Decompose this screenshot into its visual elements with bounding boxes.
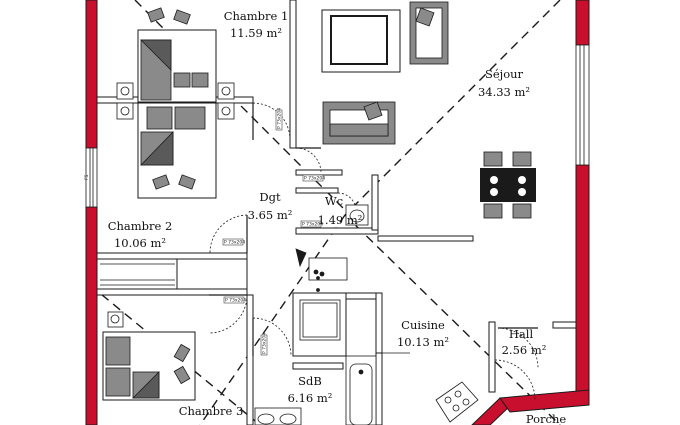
door-tag: P 73x204 [225,298,246,304]
sofa [322,101,396,145]
room-area-sejour: 34.33 m² [478,85,530,99]
shower-tray [299,299,341,341]
hatch-chambre2 [100,258,175,286]
kitchen-counter [295,248,348,292]
room-labels: Chambre 1 11.59 m² Séjour 34.33 m² Dgt 3… [108,9,567,425]
washbasins [254,407,302,425]
cooktop [435,381,479,423]
door-tag: P 73x204 [224,240,245,246]
bed-chambre3 [102,311,196,401]
door-tag: P 73x204 [304,176,325,182]
room-name-porche: Porche [526,412,567,425]
room-name-chambre2: Chambre 2 [108,219,173,233]
room-area-chambre2: 10.06 m² [114,236,166,250]
window-tag: FS [84,174,90,180]
bed-chambre1 [137,7,217,103]
room-name-chambre3: Chambre 3 [179,404,244,418]
door-leaves [209,103,538,356]
dining-table [480,151,536,219]
room-name-hall: Hall [509,327,534,341]
room-name-dgt: Dgt [259,190,281,204]
door-tag: P 73x204 [302,222,323,228]
room-name-sdb: SdB [298,374,322,388]
armchair [409,1,449,65]
exterior-walls [85,0,590,425]
room-name-cuisine: Cuisine [401,318,445,332]
bathtub [345,355,377,425]
door-tag: P 73x204 [277,108,283,129]
room-area-hall: 2.56 m² [502,343,547,357]
door-tag: P 73x204 [262,333,268,354]
room-name-sejour: Séjour [485,67,524,81]
window-left [85,147,98,208]
toilet [345,204,369,226]
room-area-cuisine: 10.13 m² [397,335,449,349]
room-name-chambre1: Chambre 1 [224,9,289,23]
nightstands-chambre1 [116,82,235,100]
window-right [575,44,590,166]
bed-chambre2 [116,102,235,199]
room-area-chambre1: 11.59 m² [230,26,282,40]
coffee-table-rug [321,9,401,73]
door-tags: P 73x204 P 73x204 P 73x204 P 73x204 P 73… [222,108,325,356]
room-area-dgt: 3.65 m² [248,208,293,222]
room-name-wc: Wc [325,194,343,208]
room-area-sdb: 6.16 m² [288,391,333,405]
room-area-wc: 1.49 m² [318,213,363,227]
